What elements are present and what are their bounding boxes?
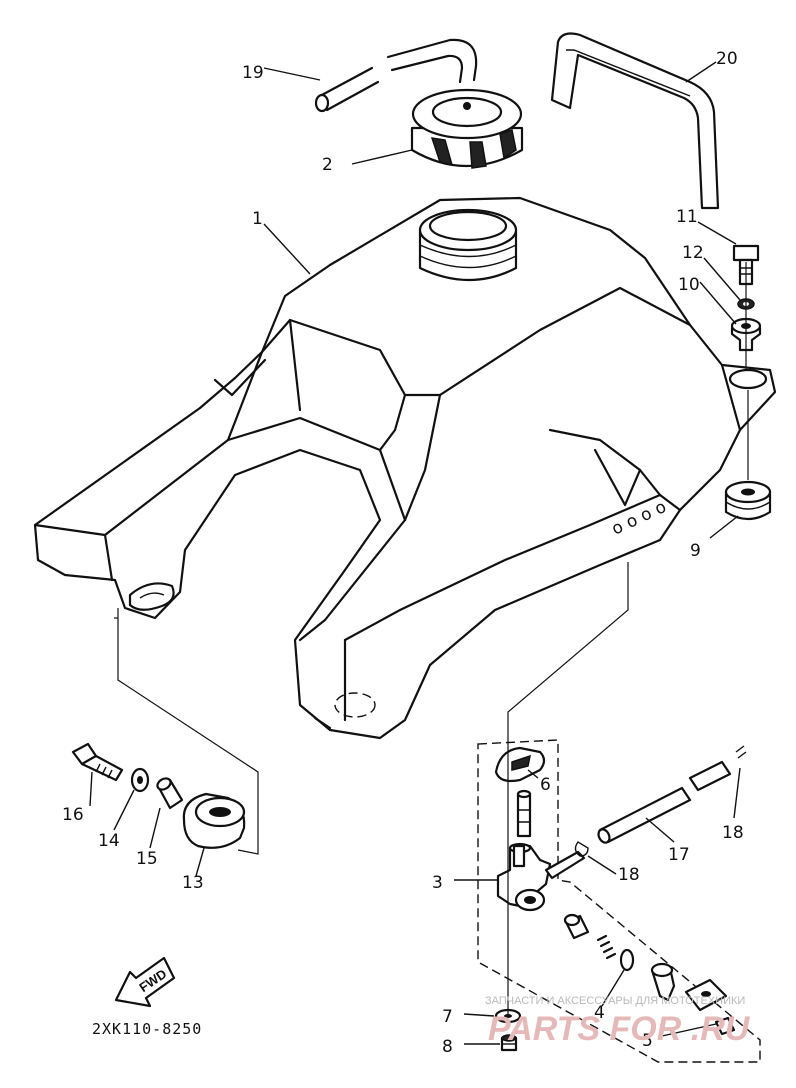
- leader-lines: [89, 61, 741, 1045]
- rubber-damper: [182, 792, 246, 849]
- label-16: 16: [62, 805, 84, 825]
- fuel-tank: o o o o: [33, 196, 777, 740]
- label-17: 17: [668, 845, 690, 865]
- label-3: 3: [432, 873, 443, 893]
- label-11: 11: [676, 207, 698, 227]
- label-14: 14: [98, 831, 120, 851]
- label-9: 9: [690, 541, 701, 561]
- mounting-bolt: [71, 742, 124, 782]
- reference-lines: [114, 262, 749, 1014]
- watermark: ЗАПЧАСТИ И АКСЕССУАРЫ ДЛЯ МОТОТЕХНИКИ PA…: [485, 995, 751, 1048]
- watermark-logo: PARTS FOR .RU: [488, 1010, 751, 1048]
- label-20: 20: [716, 49, 738, 69]
- fuel-hose: [597, 760, 732, 844]
- gasket: [494, 746, 546, 783]
- lever-plate: [684, 978, 728, 1012]
- spring: [596, 934, 617, 960]
- label-18-lower: 18: [618, 865, 640, 885]
- hose-clip: [574, 745, 747, 857]
- label-18-upper: 18: [722, 823, 744, 843]
- label-8: 8: [442, 1037, 453, 1057]
- watermark-tagline: ЗАПЧАСТИ И АКСЕССУАРЫ ДЛЯ МОТОТЕХНИКИ: [485, 995, 745, 1007]
- cock-lever: [650, 962, 676, 1002]
- fuel-cock-body: [496, 842, 586, 912]
- washer: [130, 767, 150, 793]
- label-13: 13: [182, 873, 204, 893]
- collar-sleeve: [156, 777, 184, 810]
- label-15: 15: [136, 849, 158, 869]
- o-ring: [619, 948, 635, 972]
- damper: [724, 480, 772, 521]
- filler-cap: [410, 88, 524, 169]
- drawing-code: 2XK110-8250: [92, 1020, 202, 1038]
- cock-spacer: [563, 913, 590, 940]
- label-19: 19: [242, 63, 264, 83]
- label-4: 4: [594, 1003, 605, 1023]
- label-5: 5: [642, 1031, 653, 1051]
- label-12: 12: [682, 243, 704, 263]
- tank-band: [550, 32, 720, 210]
- label-7: 7: [442, 1007, 453, 1027]
- label-2: 2: [322, 155, 333, 175]
- forward-arrow: FWD: [114, 956, 176, 1008]
- filler-neck: [418, 208, 518, 282]
- drain-screw: [500, 1034, 518, 1052]
- breather-hose: [314, 38, 478, 113]
- plate-screw: [714, 1016, 736, 1036]
- part-labels: 1 2 3 4 5 6 7 8 9 10 11 12 13 14 15 16 1…: [62, 49, 744, 1057]
- label-1: 1: [252, 209, 263, 229]
- label-6: 6: [540, 775, 551, 795]
- label-10: 10: [678, 275, 700, 295]
